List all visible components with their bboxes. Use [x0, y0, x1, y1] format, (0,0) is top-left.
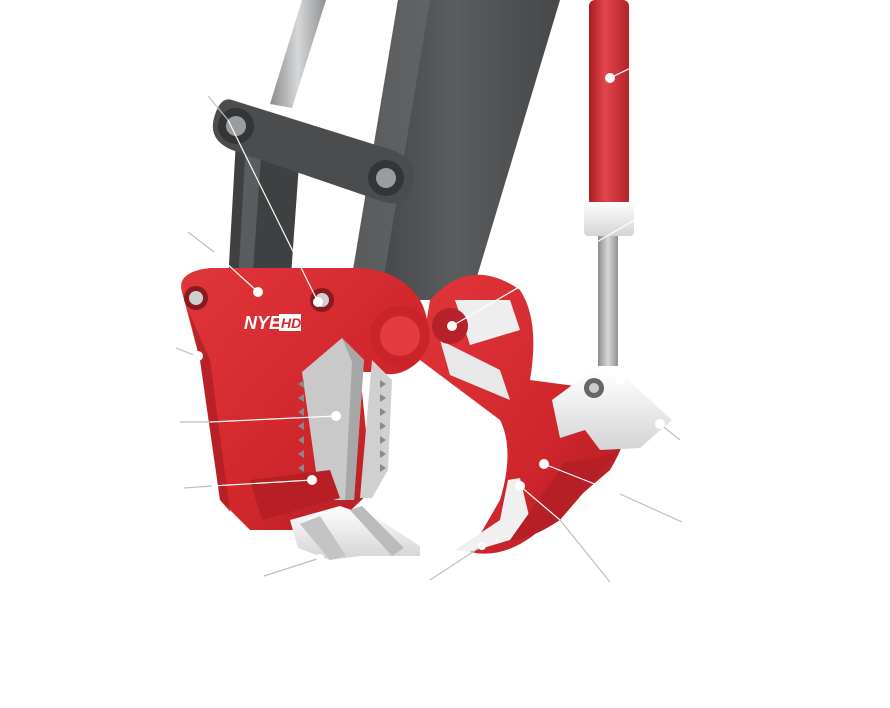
thumb-arm — [420, 274, 672, 554]
brand-suffix: HD — [281, 315, 301, 331]
body-frame: NYE HD — [181, 268, 468, 560]
callout-thumb-arm — [539, 459, 683, 523]
callout-frame-side-plate — [175, 347, 203, 361]
callout-serrated-jaw-insert — [180, 411, 341, 423]
callout-cylinder-clevis — [615, 325, 677, 385]
upper-rod — [270, 0, 326, 108]
callout-lower-jaw-edge — [183, 475, 317, 489]
callout-hydraulic-cylinder — [605, 45, 677, 83]
brand-badge — [279, 314, 301, 331]
callout-body-frame — [187, 231, 263, 297]
callout-linkage-pin — [207, 95, 323, 307]
callout-thumb-wear-edge — [515, 481, 611, 583]
callout-thumb-tip — [655, 419, 681, 441]
brand-prefix: NYE — [244, 313, 282, 333]
hydraulic-cylinder — [584, 0, 634, 366]
callout-thumb-teeth — [429, 542, 486, 581]
linkage-plate — [212, 99, 414, 204]
callout-cylinder-rod-pivot — [447, 195, 677, 331]
callout-fixed-jaw-teeth — [263, 554, 324, 577]
